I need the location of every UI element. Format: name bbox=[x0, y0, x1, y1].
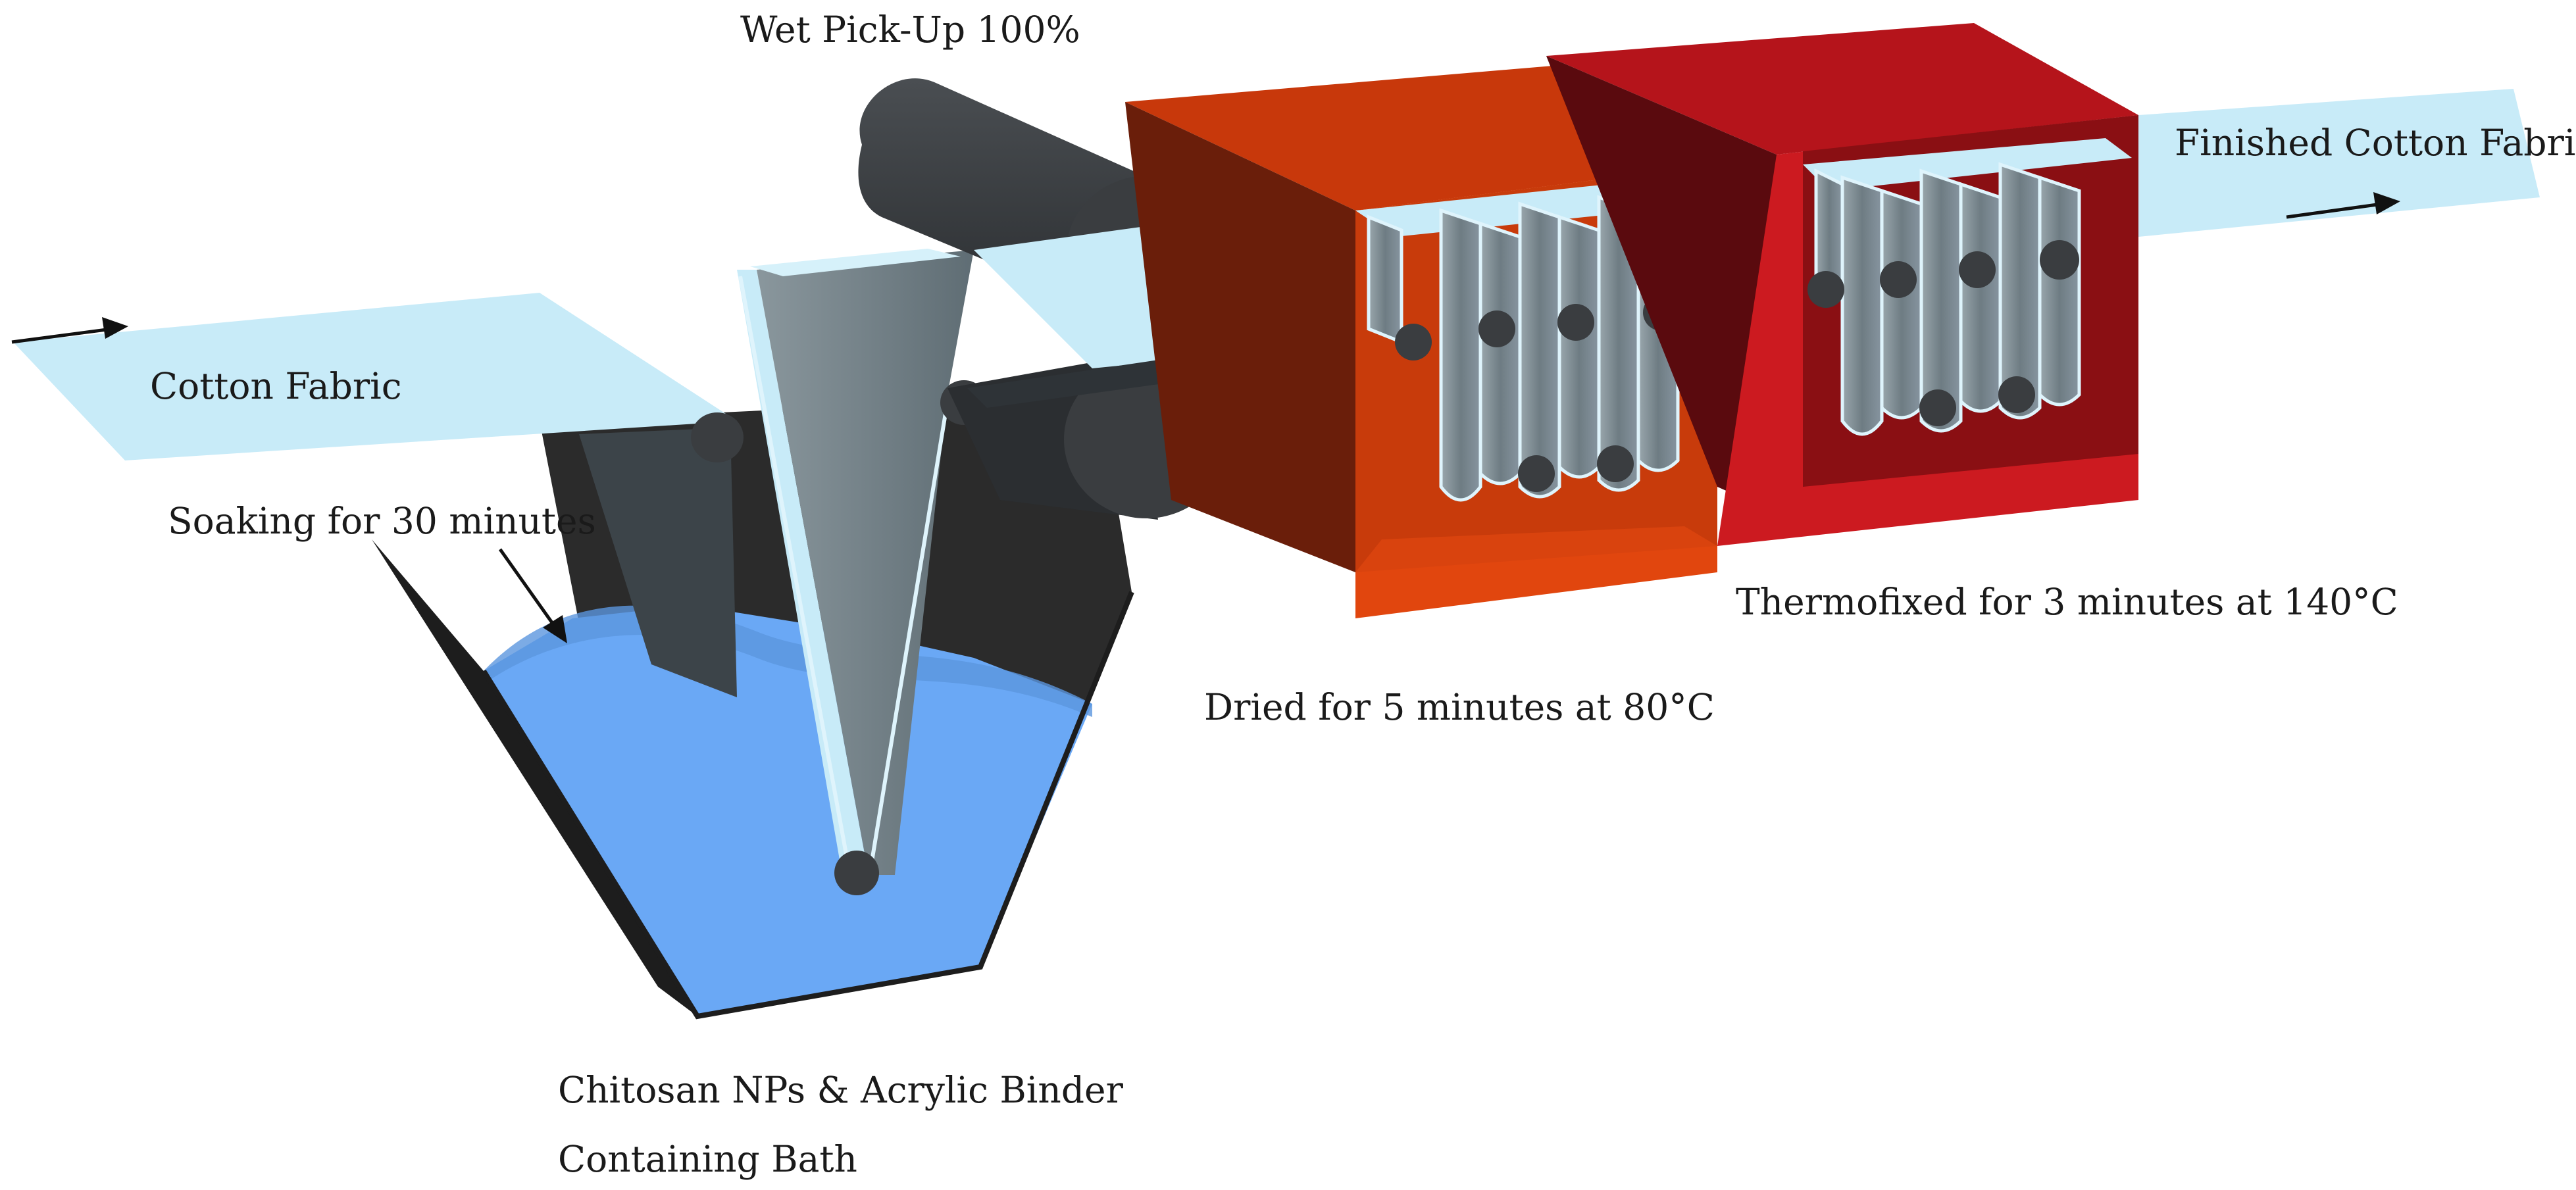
soaking-arrow bbox=[498, 548, 558, 630]
output-fabric-label: Finished Cotton Fabric bbox=[2175, 122, 2576, 164]
output-fabric bbox=[2138, 89, 2540, 237]
fabric-v-left bbox=[737, 270, 869, 875]
input-fabric bbox=[13, 293, 737, 460]
thermofixer-unit bbox=[1546, 23, 2138, 546]
bath-liquid-surface bbox=[484, 605, 1092, 717]
fabric-dip-back bbox=[579, 428, 737, 697]
soaking-arrow-head bbox=[543, 615, 567, 643]
input-fabric-label: Cotton Fabric bbox=[150, 365, 402, 407]
bath-label-line1: Chitosan NPs & Acrylic Binder bbox=[558, 1069, 1123, 1111]
thermofixer-fabric-top bbox=[1803, 138, 2132, 191]
arrows bbox=[11, 192, 2400, 643]
tank-left-wall bbox=[372, 539, 697, 1016]
wet-pickup-label: Wet Pick-Up 100% bbox=[740, 9, 1080, 51]
bath-label-line2: Containing Bath bbox=[558, 1138, 857, 1180]
fabric-to-rollers bbox=[750, 249, 961, 276]
dryer-unit bbox=[1125, 66, 1717, 618]
soaking-label: Soaking for 30 minutes bbox=[168, 500, 596, 542]
drying-label: Dried for 5 minutes at 80°C bbox=[1204, 686, 1715, 728]
output-arrow-head bbox=[2373, 192, 2400, 214]
thermofixer-back bbox=[1546, 56, 1777, 513]
tank-rim bbox=[481, 591, 1134, 1020]
input-arrow bbox=[11, 327, 113, 344]
guide-roller-left bbox=[691, 412, 744, 462]
fabric-v-right bbox=[757, 250, 974, 875]
input-arrow-head bbox=[102, 317, 128, 339]
thermofixer-fabric-folds bbox=[1814, 162, 2081, 436]
exit-roller bbox=[2040, 240, 2079, 280]
bath-bottom-roller bbox=[834, 851, 879, 895]
thermofix-label: Thermofixed for 3 minutes at 140°C bbox=[1736, 581, 2398, 623]
thermofixer-top bbox=[1546, 23, 2138, 155]
output-arrow bbox=[2286, 202, 2383, 219]
dryer-back bbox=[1125, 102, 1355, 572]
